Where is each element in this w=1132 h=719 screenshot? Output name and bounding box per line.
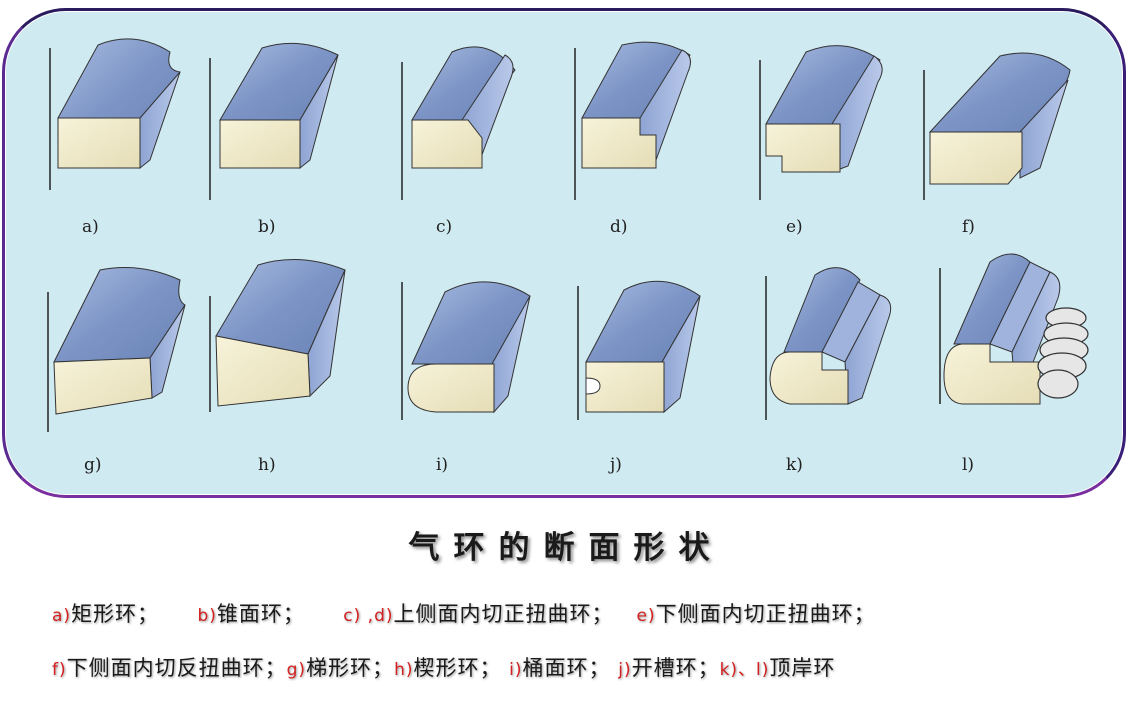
caption-key: h) (394, 660, 414, 680)
caption-key: g) (286, 660, 307, 680)
shape-label-g: g) (84, 455, 102, 475)
shape-label-l: l) (962, 455, 974, 475)
shape-c (401, 46, 516, 200)
caption-key: i) (509, 660, 523, 680)
caption-key: c) ,d) (343, 606, 394, 626)
shape-i (401, 281, 531, 420)
caption-line-2: f)下侧面内切反扭曲环；g)梯形环；h)楔形环； i)桶面环； j)开槽环；k)… (52, 652, 835, 682)
shape-b (209, 42, 339, 200)
caption-text: 桶面环； (522, 656, 611, 680)
shape-label-e: e) (786, 217, 803, 237)
caption-text: 矩形环； (71, 602, 160, 626)
shape-d (574, 41, 691, 200)
caption-text: 梯形环； (306, 656, 395, 680)
figure-title: 气环的断面形状 (408, 530, 724, 566)
shape-j (577, 280, 701, 420)
shape-label-b: b) (258, 217, 276, 237)
shape-k (765, 267, 892, 420)
shape-h (209, 259, 346, 412)
caption-text: 开槽环； (631, 656, 720, 680)
caption-key: j) (618, 660, 632, 680)
shape-e (759, 45, 883, 200)
shape-g (47, 267, 186, 432)
caption-text: 顶岸环 (769, 656, 836, 680)
caption-key: b) (197, 606, 217, 626)
shape-label-f: f) (962, 217, 975, 237)
caption-key: e) (636, 606, 656, 626)
caption-text: 锥面环； (216, 602, 305, 626)
shape-label-d: d) (610, 217, 628, 237)
shape-label-a: a) (82, 217, 99, 237)
caption-line-1: a)矩形环； b)锥面环； c) ,d)上侧面内切正扭曲环； e)下侧面内切正扭… (52, 598, 876, 628)
ring-cross-sections: a) b) c) d) e) f) g) h) i) j) k) l) (47, 38, 1089, 475)
caption-key: f) (52, 660, 67, 680)
shape-f (923, 52, 1071, 200)
shape-label-j: j) (608, 455, 622, 475)
caption-text: 楔形环； (413, 656, 502, 680)
caption-text: 上侧面内切正扭曲环； (393, 602, 614, 626)
diagram-panel (2, 8, 1126, 498)
shape-a (49, 38, 181, 190)
caption-key: k)、l) (719, 660, 770, 680)
caption-key: a) (52, 606, 72, 626)
shape-label-c: c) (436, 217, 452, 237)
caption-text: 下侧面内切反扭曲环； (66, 656, 287, 680)
caption-text: 下侧面内切正扭曲环； (655, 602, 876, 626)
shape-label-i: i) (436, 455, 448, 475)
shape-label-k: k) (786, 455, 803, 475)
shape-l (939, 253, 1089, 405)
shape-label-h: h) (258, 455, 276, 475)
